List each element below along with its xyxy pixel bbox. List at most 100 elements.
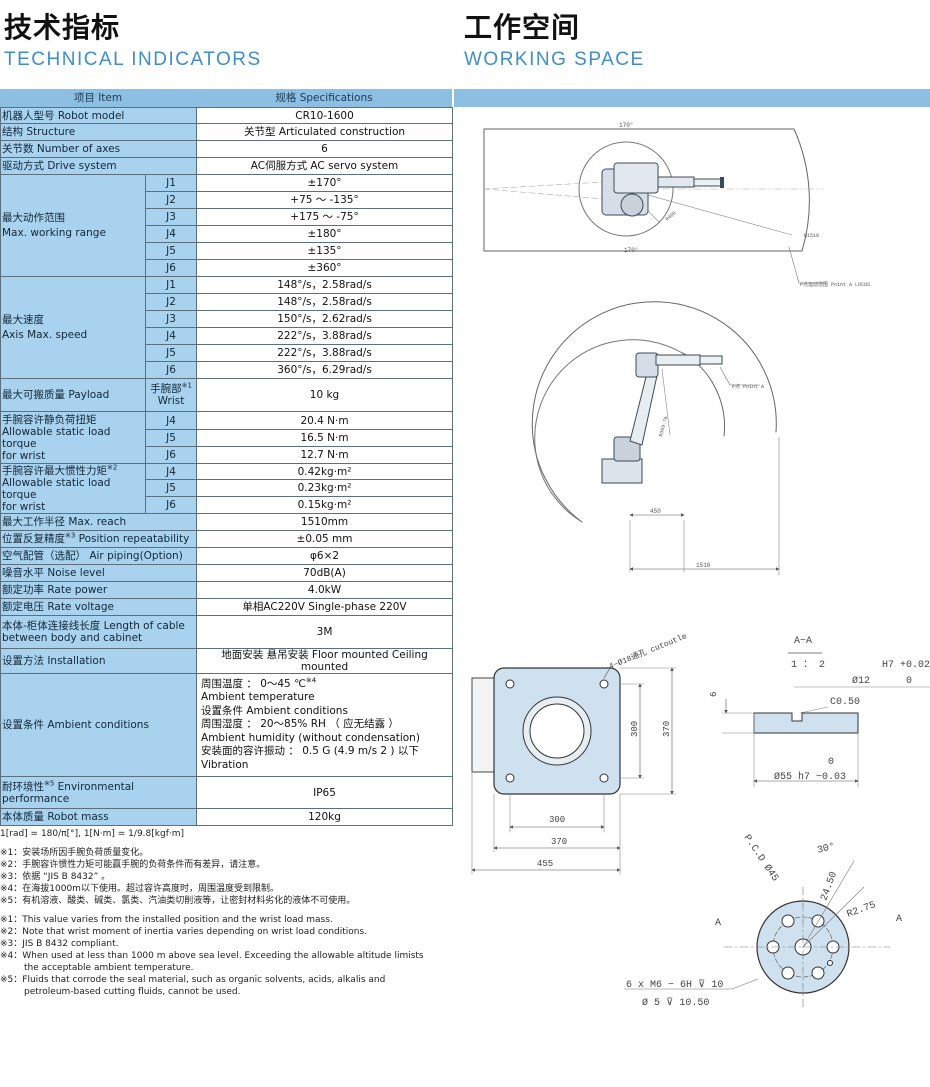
section-mark-right: A (896, 914, 902, 925)
table-row: 驱动方式 Drive system AC伺服方式 AC servo system (0, 157, 454, 175)
row-label: 额定功率 Rate power (0, 581, 198, 599)
label-cn: 最大动作范围 (2, 212, 65, 224)
row-label-cable: 本体-柜体连接线长度 Length of cable between body … (0, 615, 198, 649)
spec-table: 机器人型号 Robot model CR10-1600 结构 Structure… (0, 107, 454, 826)
note-mark: ※3 (65, 531, 76, 540)
column-header-spec: 规格 Specifications (275, 92, 373, 104)
table-row: 最大动作范围 Max. working range J1 ±170° (0, 174, 454, 277)
row-label-env: 耐环境性※5 Environmental performance (0, 776, 198, 809)
note-mark: ※4 (305, 676, 317, 685)
label-line: Allowable static load torque (2, 476, 111, 501)
dim-label: 170° (624, 247, 638, 254)
joint-label: J4 (144, 411, 198, 430)
joint-label: J1 (144, 276, 198, 294)
working-space-drawing: 170° 170° R400 R1510 P点运动范围 Point A LOCU… (471, 122, 930, 1009)
joint-label: J3 (144, 310, 198, 328)
joint-value: 148°/s，2.58rad/s (196, 293, 454, 311)
table-row: 位置反复精度※3 Position repeatability ±0.05 mm (0, 530, 454, 548)
row-value: 3M (196, 615, 454, 649)
bolt-hole (811, 914, 825, 928)
joint-label: J1 (144, 174, 198, 192)
row-label: 结构 Structure (0, 123, 198, 141)
joint-value: 360°/s，6.29rad/s (196, 361, 454, 379)
table-row: 噪音水平 Noise level 70dB(A) (0, 564, 454, 582)
label-cn: 耐环境性 (2, 780, 44, 793)
table-row: 最大工作半径 Max. reach 1510mm (0, 513, 454, 531)
row-label-torque: 手腕容许静负荷扭矩 Allowable static load torque f… (0, 411, 146, 464)
joint-label: J6 (144, 259, 198, 277)
label-line: 手腕容许静负荷扭矩 (2, 413, 97, 426)
dim-label: 455 (537, 859, 553, 869)
joint-label: J6 (144, 496, 198, 514)
joint-value: 0.23kg·m² (196, 479, 454, 497)
dim-label: 450 (650, 508, 661, 515)
leader-line (788, 246, 800, 284)
bolt-hole (781, 914, 795, 928)
side-view: 450 1510 R399.76 P点 Point A (531, 301, 780, 576)
leader-line (802, 860, 855, 948)
table-row: 最大速度 Axis Max. speed J1 148°/s，2.58rad/s (0, 276, 454, 379)
row-value: 120kg (196, 808, 454, 826)
row-value: ±0.05 mm (196, 530, 454, 548)
note-cn: ※5：有机溶液、酸类、碱类、氯类、汽油类切削液等，让密封材料劣化的液体不可使用。 (0, 896, 356, 906)
section-mark-left: A (715, 918, 721, 929)
note-en: ※5：Fluids that corrode the seal material… (0, 975, 386, 985)
point-a-label: P点 Point A (732, 384, 764, 390)
point-locus-label: P点运动范围 Point A LOCUS (800, 281, 870, 288)
robot-arm (657, 176, 695, 188)
robot-side-elbow (635, 352, 659, 378)
top-view: 170° 170° R400 R1510 P点运动范围 Point A LOCU… (483, 122, 870, 288)
row-value: 70dB(A) (196, 564, 454, 582)
mount-hole (599, 679, 609, 689)
table-row: 关节数 Number of axes 6 (0, 140, 454, 158)
note-cn: ※1：安装场所因手腕负荷质量变化。 (0, 848, 149, 858)
table-row: J5 16.5 N·m (1, 429, 454, 447)
joint-label: J5 (144, 429, 198, 447)
side-range-inner (534, 339, 685, 523)
table-row: 设置条件 Ambient conditions 周围温度 ： 0～45 ℃※4 … (0, 673, 454, 777)
mount-hole (505, 679, 515, 689)
label-en: Max. working range (2, 227, 106, 239)
label-cn: 最大速度 (2, 314, 44, 326)
dia-label: Ø12 (852, 675, 870, 687)
row-label: 关节数 Number of axes (0, 140, 198, 158)
row-label-inertia: 手腕容许最大惯性力矩※2 Allowable static load torqu… (0, 463, 146, 514)
label-line: for wrist (2, 500, 46, 513)
section-title: A−A (794, 636, 812, 647)
radius-line (661, 368, 671, 436)
dim-label: R399.76 (658, 416, 669, 438)
wrist-cn: 手腕部 (150, 383, 182, 395)
dim-label: 6 (709, 692, 719, 697)
unit-note: 1[rad] = 180/π[°], 1[N·m] = 1/9.8[kgf·m] (0, 829, 184, 839)
centerline (483, 181, 605, 190)
table-row: 本体质量 Robot mass 120kg (0, 808, 454, 826)
note-en: the acceptable ambient temperature. (24, 963, 194, 973)
joint-value: 150°/s，2.62rad/s (196, 310, 454, 328)
dim-label: 24.50 (819, 870, 840, 902)
note-cn: ※4：在海拔1000m以下使用。超过容许高度时，周围温度受到限制。 (0, 884, 279, 894)
row-label-range: 最大动作范围 Max. working range (0, 174, 146, 277)
table-row: 手腕容许最大惯性力矩※2 Allowable static load torqu… (0, 463, 454, 514)
pin-hole (827, 960, 833, 966)
label-en: Axis Max. speed (2, 329, 88, 341)
robot-side-wrist (699, 355, 723, 365)
bolt-hole (811, 966, 825, 980)
note-en: ※2：Note that wrist moment of inertia var… (0, 927, 368, 937)
dim-label: 300 (549, 815, 565, 825)
label-line: 本体-柜体连接线长度 Length of cable (2, 620, 185, 632)
row-label: 最大可搬质量 Payload (0, 378, 146, 412)
label-line: Allowable static load torque (2, 425, 111, 450)
row-value: φ6×2 (196, 547, 454, 565)
joint-value: 148°/s，2.58rad/s (196, 276, 454, 294)
leader-line (603, 667, 611, 679)
row-value: 4.0kW (196, 581, 454, 599)
label-line: 手腕容许最大惯性力矩 (2, 464, 107, 477)
radius-label: R2.75 (846, 900, 878, 921)
leader-line (799, 706, 829, 714)
joint-label: J5 (144, 479, 198, 497)
header-title-en: TECHNICAL INDICATORS (4, 49, 262, 70)
mount-hole (505, 773, 515, 783)
joint-value: 16.5 N·m (196, 429, 454, 447)
row-label-speed: 最大速度 Axis Max. speed (0, 276, 146, 379)
label-line: for wrist (2, 449, 46, 462)
